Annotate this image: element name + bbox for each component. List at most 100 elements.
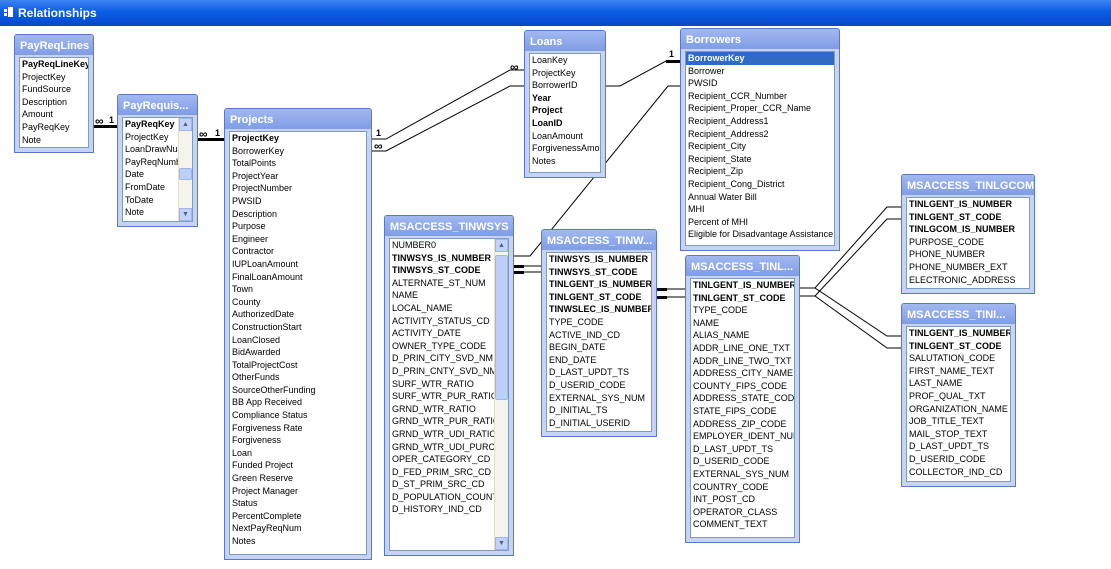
- field-row[interactable]: Loan: [232, 447, 253, 458]
- field-row[interactable]: Project Manager: [232, 485, 299, 496]
- field-row[interactable]: OPERATOR_CLASS: [693, 506, 778, 517]
- field-row[interactable]: D_FED_PRIM_SRC_CD: [392, 466, 492, 477]
- field-row[interactable]: Green Reserve: [232, 473, 294, 484]
- field-list[interactable]: TINWSYS_IS_NUMBER TINWSYS_ST_CODE TINLGENT…: [546, 252, 652, 432]
- field-row[interactable]: Recipient_Address1: [688, 115, 769, 126]
- field-row[interactable]: LoanID: [532, 117, 563, 128]
- field-row[interactable]: Date: [125, 169, 145, 180]
- field-row[interactable]: Recipient_City: [688, 141, 747, 152]
- field-row[interactable]: BorrowerKey: [686, 52, 834, 65]
- field-row[interactable]: BorrowerKey: [232, 145, 285, 156]
- field-row[interactable]: END_DATE: [549, 354, 597, 365]
- field-row[interactable]: Annual Water Bill: [688, 191, 757, 202]
- field-row[interactable]: STATE_FIPS_CODE: [693, 405, 777, 416]
- field-row[interactable]: SourceOtherFunding: [232, 384, 316, 395]
- field-row[interactable]: ACTIVITY_STATUS_CD: [392, 315, 490, 326]
- field-row[interactable]: Description: [22, 96, 68, 107]
- field-row[interactable]: ELECTRONIC_ADDRESS: [909, 274, 1016, 285]
- field-row[interactable]: Notes: [532, 155, 556, 166]
- field-row[interactable]: PayReqNumbe: [125, 156, 187, 167]
- field-row[interactable]: TINLGENT_IS_NUMBER: [693, 280, 795, 290]
- field-row[interactable]: COUNTY_FIPS_CODE: [693, 380, 788, 391]
- field-row[interactable]: PROF_QUAL_TXT: [909, 390, 986, 401]
- field-row[interactable]: Project: [532, 105, 563, 116]
- field-row[interactable]: TINWSYS_ST_CODE: [549, 266, 638, 277]
- field-row[interactable]: ALIAS_NAME: [693, 330, 750, 341]
- field-row[interactable]: SURF_WTR_RATIO: [392, 378, 474, 389]
- field-row[interactable]: PayReqKey: [125, 119, 175, 129]
- field-row[interactable]: PHONE_NUMBER: [909, 249, 986, 260]
- field-row[interactable]: Note: [22, 134, 42, 145]
- field-row[interactable]: Recipient_Zip: [688, 166, 744, 177]
- table-title[interactable]: MSACCESS_TINI...: [902, 304, 1015, 324]
- table-title[interactable]: MSACCESS_TINL...: [686, 256, 799, 276]
- field-row[interactable]: D_USERID_CODE: [549, 379, 626, 390]
- field-row[interactable]: ProjectKey: [532, 67, 576, 78]
- field-row[interactable]: FinalLoanAmount: [232, 271, 303, 282]
- scroll-down-icon[interactable]: ▼: [179, 208, 192, 221]
- field-row[interactable]: PayReqKey: [22, 121, 70, 132]
- field-row[interactable]: Funded Project: [232, 460, 294, 471]
- field-row[interactable]: Amount: [22, 109, 54, 120]
- field-row[interactable]: NUMBER0: [392, 240, 437, 250]
- field-row[interactable]: Purpose: [232, 221, 266, 232]
- table-title[interactable]: Projects: [225, 109, 371, 129]
- scroll-up-icon[interactable]: ▲: [495, 239, 508, 252]
- field-row[interactable]: COLLECTOR_IND_CD: [909, 466, 1003, 477]
- field-row[interactable]: Forgiveness Rate: [232, 422, 303, 433]
- table-title[interactable]: MSACCESS_TINWSYS: [385, 216, 513, 236]
- field-row[interactable]: D_INITIAL_USERID: [549, 417, 631, 428]
- field-row[interactable]: TotalProjectCost: [232, 359, 298, 370]
- field-row[interactable]: ToDate: [125, 194, 154, 205]
- field-row[interactable]: ForgivenessAmou: [532, 143, 601, 154]
- field-row[interactable]: IUPLoanAmount: [232, 258, 299, 269]
- field-row[interactable]: Notes: [232, 536, 256, 546]
- field-row[interactable]: GRND_WTR_UDI_RATIO: [392, 428, 497, 439]
- field-row[interactable]: D_LAST_UPDT_TS: [909, 441, 990, 452]
- field-row[interactable]: Recipient_Address2: [688, 128, 769, 139]
- relationship-line[interactable]: [800, 287, 901, 337]
- field-row[interactable]: ORGANIZATION_NAME: [909, 403, 1008, 414]
- field-row[interactable]: ALTERNATE_ST_NUM: [392, 277, 486, 288]
- field-row[interactable]: TINLGENT_ST_CODE: [909, 340, 1002, 351]
- field-row[interactable]: County: [232, 296, 261, 307]
- field-row[interactable]: ACTIVE_IND_CD: [549, 329, 621, 340]
- field-row[interactable]: TINWSYS_IS_NUMBER: [549, 254, 649, 264]
- field-row[interactable]: Recipient_CCR_Number: [688, 90, 788, 101]
- field-row[interactable]: JOB_TITLE_TEXT: [909, 416, 985, 427]
- field-row[interactable]: TINLGENT_IS_NUMBER: [549, 279, 652, 290]
- field-row[interactable]: PayReqLineKey: [22, 59, 89, 69]
- field-row[interactable]: EMPLOYER_IDENT_NUM: [693, 431, 795, 442]
- field-row[interactable]: ADDRESS_ZIP_CODE: [693, 418, 787, 429]
- field-row[interactable]: TYPE_CODE: [693, 305, 748, 316]
- field-row[interactable]: FIRST_NAME_TEXT: [909, 365, 995, 376]
- field-row[interactable]: MHI: [688, 204, 705, 215]
- scrollbar-thumb[interactable]: [495, 255, 508, 400]
- field-row[interactable]: BEGIN_DATE: [549, 342, 606, 353]
- field-row[interactable]: ConstructionStart: [232, 321, 302, 332]
- field-row[interactable]: Contractor: [232, 246, 275, 257]
- relationship-line[interactable]: [606, 60, 680, 87]
- field-row[interactable]: TYPE_CODE: [549, 316, 604, 327]
- relationship-line[interactable]: [800, 295, 901, 349]
- field-row[interactable]: ProjectKey: [232, 133, 280, 143]
- relationship-line[interactable]: [372, 69, 524, 140]
- field-row[interactable]: SURF_WTR_PUR_RATIO: [392, 391, 498, 402]
- field-row[interactable]: Description: [232, 208, 278, 219]
- field-row[interactable]: COUNTRY_CODE: [693, 481, 769, 492]
- field-row[interactable]: D_PRIN_CITY_SVD_NM: [392, 353, 494, 364]
- field-row[interactable]: LoanKey: [532, 55, 568, 65]
- field-row[interactable]: D_PRIN_CNTY_SVD_NM: [392, 365, 498, 376]
- field-row[interactable]: PercentComplete: [232, 510, 302, 521]
